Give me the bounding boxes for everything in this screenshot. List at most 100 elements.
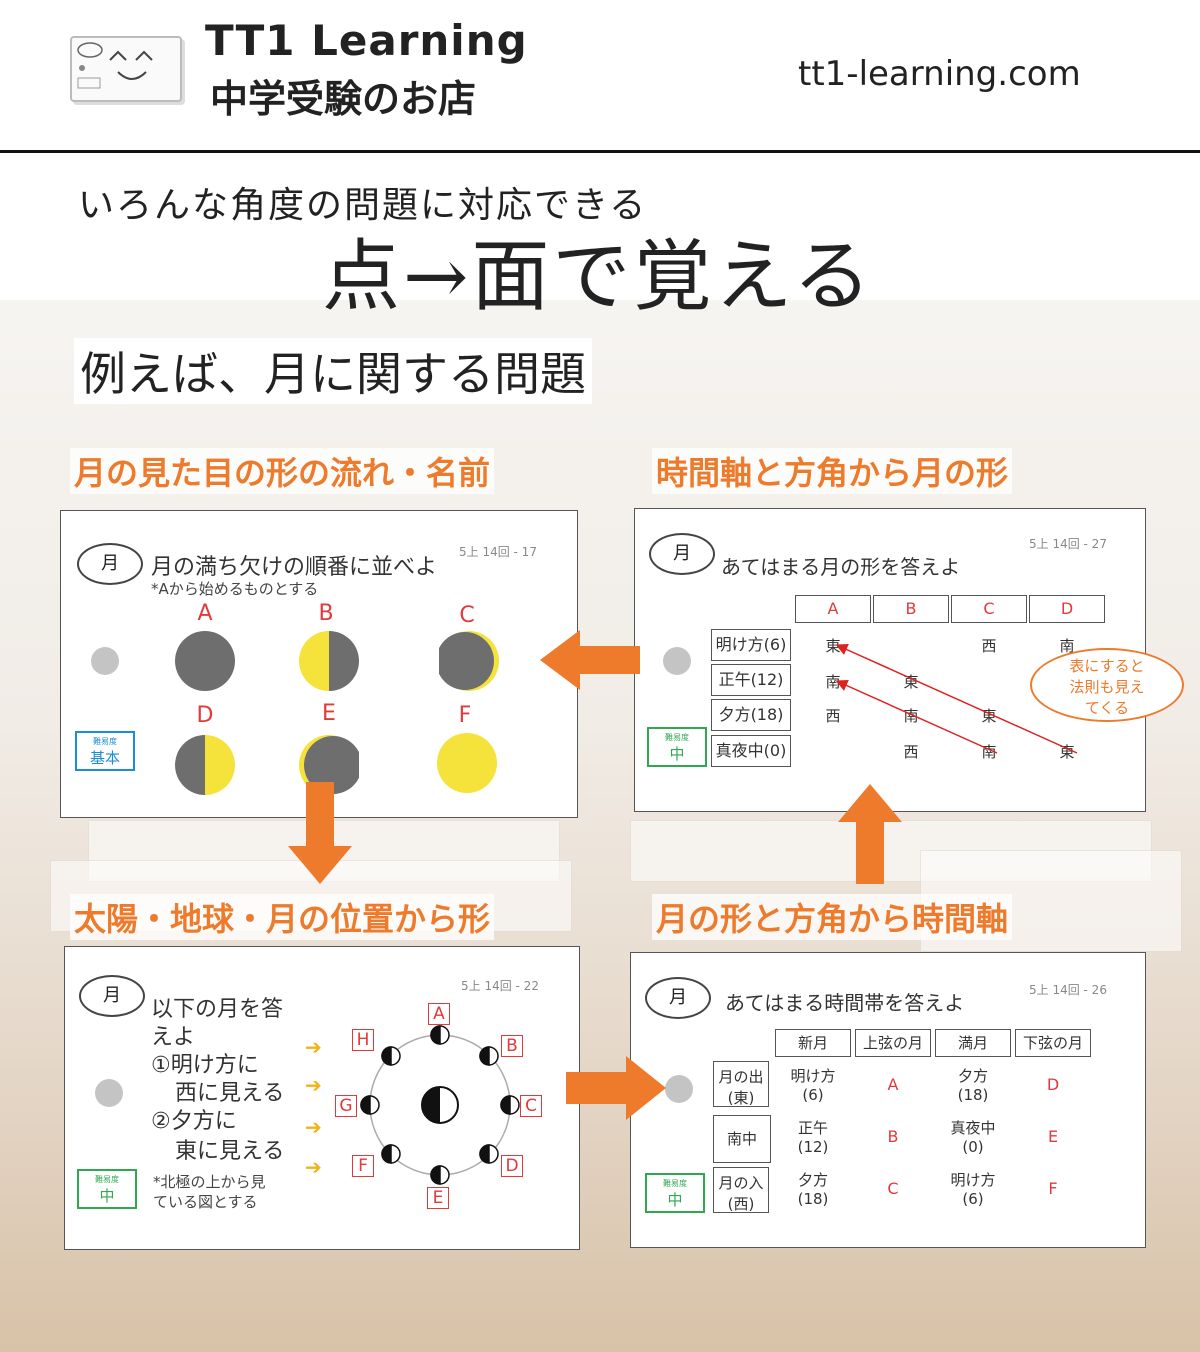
crescent-moon-icon	[436, 631, 499, 691]
brand-tagline: 中学受験のお店	[210, 77, 477, 121]
example-title: 例えば、月に関する問題	[74, 338, 592, 404]
moon-label-d: D	[196, 703, 214, 728]
table-row-header: 夕方(18)	[711, 699, 791, 731]
table-cell: D	[1046, 1075, 1060, 1094]
table-cell: A	[887, 1075, 899, 1094]
question-text: あてはまる時間帯を答えよ	[725, 991, 965, 1015]
table-cell: F	[1048, 1179, 1058, 1198]
first-quarter-moon-icon	[299, 631, 359, 691]
table-header: B	[873, 595, 949, 623]
table-cell: 西	[825, 707, 841, 725]
waning-crescent-moon-icon	[299, 735, 362, 795]
table-cell: 南	[1059, 637, 1075, 655]
table-row-header: 南中	[713, 1115, 771, 1163]
question-note: *Aから始めるものとする	[151, 580, 319, 598]
question-line: ①明け方に	[151, 1053, 259, 1078]
new-moon-icon	[175, 631, 235, 691]
speech-bubble-icon: 月	[79, 975, 145, 1017]
moon-marker-icon	[95, 1079, 123, 1107]
orbit-diagram	[360, 1025, 520, 1185]
table-header: C	[951, 595, 1027, 623]
table-cell: 西	[981, 637, 997, 655]
moon-marker-icon	[663, 647, 691, 675]
table-cell: 南	[903, 707, 919, 725]
sunlight-arrow-icon: ➔	[305, 1035, 322, 1059]
page-reference: 5上 14回 - 22	[461, 979, 539, 993]
table-cell: 真夜中(0)	[950, 1119, 996, 1156]
section-title-time-direction: 時間軸と方角から月の形	[652, 448, 1013, 494]
speech-bubble-icon: 月	[645, 977, 711, 1019]
section-title-shape-flow: 月の見た目の形の流れ・名前	[70, 448, 495, 494]
difficulty-badge: 難易度基本	[75, 731, 135, 771]
orbit-label-d: D	[501, 1155, 523, 1177]
question-note: ている図とする	[153, 1193, 258, 1211]
header: TT1 Learning 中学受験のお店 tt1-learning.com	[0, 0, 1200, 153]
last-quarter-moon-icon	[175, 735, 235, 795]
table-row-header: 月の入(西)	[713, 1167, 769, 1213]
table-cell: 明け方(6)	[790, 1067, 836, 1104]
question-line: 東に見える	[175, 1139, 285, 1164]
table-header: 下弦の月	[1015, 1029, 1091, 1057]
difficulty-badge: 難易度中	[647, 727, 707, 767]
orbit-label-a: A	[428, 1003, 450, 1025]
brand-name: TT1 Learning	[205, 16, 528, 65]
table-cell: 明け方(6)	[950, 1171, 996, 1208]
orbit-label-f: F	[352, 1155, 374, 1177]
question-line: 以下の月を答	[151, 997, 284, 1022]
sunlight-arrow-icon: ➔	[305, 1115, 322, 1139]
speech-bubble-icon: 月	[649, 533, 715, 575]
table-cell: 正午(12)	[797, 1119, 829, 1156]
question-text: 月の満ち欠けの順番に並べよ	[151, 555, 438, 580]
orbit-label-h: H	[352, 1029, 374, 1051]
table-header: 満月	[935, 1029, 1011, 1057]
website-link[interactable]: tt1-learning.com	[798, 54, 1081, 94]
moon-marker-icon	[665, 1075, 693, 1103]
difficulty-badge: 難易度中	[645, 1173, 705, 1213]
question-note: *北極の上から見	[153, 1173, 266, 1191]
quiz-card-moon-phases: 月 月の満ち欠けの順番に並べよ *Aから始めるものとする 5上 14回 - 17…	[60, 510, 578, 818]
table-row-header: 真夜中(0)	[711, 735, 791, 767]
table-header: D	[1029, 595, 1105, 623]
sunlight-arrow-icon: ➔	[305, 1155, 322, 1179]
sunlight-arrow-icon: ➔	[305, 1073, 322, 1097]
orbit-label-c: C	[520, 1095, 542, 1117]
moon-label-c: C	[459, 603, 475, 628]
table-cell: 夕方(18)	[957, 1067, 989, 1104]
table-cell: E	[1047, 1127, 1059, 1146]
moon-marker-icon	[91, 647, 119, 675]
table-cell: 夕方(18)	[797, 1171, 829, 1208]
section-title-shape-direction: 月の形と方角から時間軸	[652, 894, 1013, 940]
moon-label-f: F	[458, 703, 472, 728]
table-row-header: 月の出(東)	[713, 1061, 769, 1107]
difficulty-badge: 難易度中	[77, 1169, 137, 1209]
orbit-label-e: E	[427, 1187, 449, 1209]
question-line: 西に見える	[175, 1081, 285, 1106]
pattern-arrows	[835, 643, 1078, 754]
question-line: えよ	[151, 1025, 196, 1050]
logo-card-icon	[70, 36, 182, 102]
table-row-header: 明け方(6)	[711, 629, 791, 661]
orbit-label-g: G	[335, 1095, 357, 1117]
headline-main: 点→面で覚える	[322, 232, 875, 322]
question-line: ②夕方に	[151, 1109, 237, 1134]
table-header: 上弦の月	[855, 1029, 931, 1057]
section-title-position: 太陽・地球・月の位置から形	[70, 894, 495, 940]
headline-subtitle: いろんな角度の問題に対応できる	[78, 185, 648, 226]
page-reference: 5上 14回 - 26	[1029, 983, 1107, 997]
quiz-card-time-table: 月 あてはまる時間帯を答えよ 5上 14回 - 26 難易度中 新月 上弦の月 …	[630, 952, 1146, 1248]
quiz-card-moon-position: 月 以下の月を答 えよ ①明け方に 西に見える ②夕方に 東に見える *北極の上…	[64, 946, 580, 1250]
speech-bubble-icon: 月	[77, 543, 143, 585]
moon-label-b: B	[318, 601, 334, 626]
page-reference: 5上 14回 - 27	[1029, 537, 1107, 551]
question-text: あてはまる月の形を答えよ	[721, 555, 961, 579]
full-moon-icon	[437, 733, 497, 793]
table-header: 新月	[775, 1029, 851, 1057]
moon-label-e: E	[322, 701, 336, 726]
table-cell: B	[887, 1127, 899, 1146]
orbit-label-b: B	[501, 1035, 523, 1057]
table-cell: 西	[903, 743, 919, 761]
table-header: A	[795, 595, 871, 623]
callout-bubble: 表にすると 法則も見え てくる	[1030, 648, 1184, 722]
table-row-header: 正午(12)	[711, 664, 791, 696]
page-reference: 5上 14回 - 17	[459, 545, 537, 559]
